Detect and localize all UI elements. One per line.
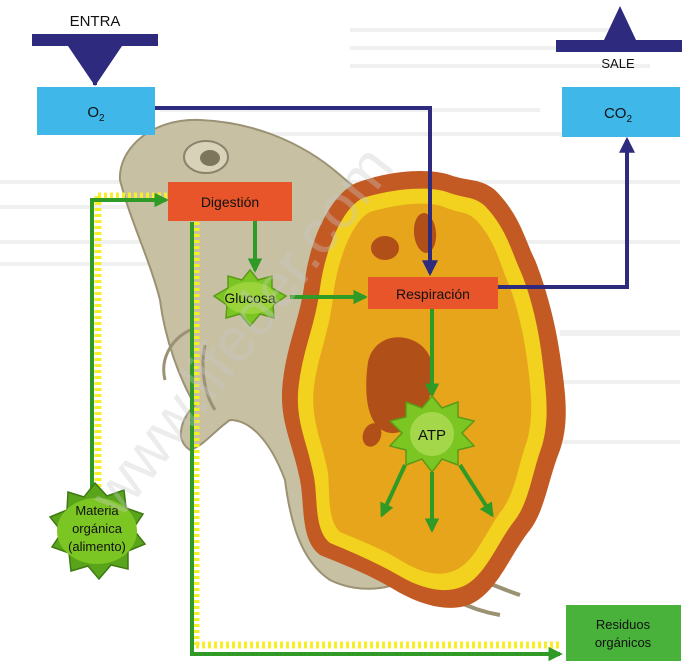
co2-box: CO2 [562,87,680,137]
up-triangle-icon [604,6,636,40]
materia-line-2: orgánica [72,521,123,536]
residuos-line-2: orgánicos [595,635,652,650]
respiracion-label: Respiración [396,286,470,302]
entra-label: ENTRA [70,13,121,30]
entra-marker: ENTRA [32,13,158,86]
entra-bar [32,34,158,46]
o2-box: O2 [37,87,155,135]
materia-line-3: (alimento) [68,539,126,554]
digestion-box: Digestión [168,182,292,221]
down-triangle-icon [68,46,122,86]
sale-bar [556,40,682,52]
atp-label: ATP [418,427,446,444]
sale-label: SALE [601,56,635,71]
respiracion-box: Respiración [368,277,498,309]
residuos-box: Residuos orgánicos [566,605,681,661]
digestion-label: Digestión [201,194,259,210]
residuos-line-1: Residuos [596,617,651,632]
sale-marker: SALE [556,6,682,71]
